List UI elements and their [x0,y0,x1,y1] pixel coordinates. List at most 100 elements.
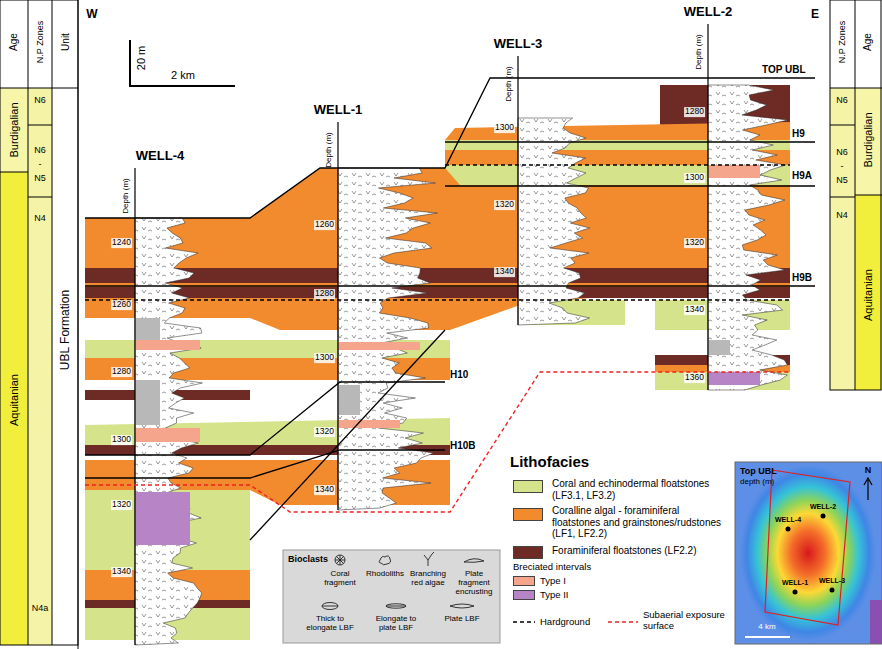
drawing-rect [735,462,882,644]
legend-swatch [513,480,543,493]
drawing-path [745,636,790,638]
drawing-path [250,330,445,540]
label: 1320 [684,238,705,248]
legend-text: Plate LBF [432,614,492,623]
drawing-ellipse [740,465,876,641]
drawing-path [85,78,815,218]
label: N6 [836,95,848,105]
label: N [865,465,872,475]
drawing-rect [0,0,78,645]
drawing-path [513,621,535,622]
drawing-polygon [765,470,850,625]
core-gap [708,340,730,355]
drawing-path [445,164,790,165]
label: N.P Zones [837,21,847,63]
drawing-path [608,621,638,623]
drawing-path [424,552,434,566]
drawing-circle [786,527,791,532]
label: WELL-2 [684,5,732,20]
drawing-g [735,462,882,644]
legend-text: Rhodoliths [363,569,407,578]
label: Lithofacies [510,453,589,470]
label: H10B [450,440,476,452]
label: Aquitanian [862,269,875,321]
label: 2 km [171,69,195,82]
drawing-line [78,0,79,649]
label: Depth (m) [504,66,513,102]
drawing-path [85,382,445,455]
legend-text: Plate fragment encrusting [450,569,498,597]
label: Depth (m) [121,178,130,214]
legend-text: Subaerial exposure surface [643,610,728,632]
label: 1340 [684,305,705,315]
drawing-rect [830,88,855,390]
label: 1240 [111,238,132,248]
drawing-rect [708,372,760,385]
log-column [338,168,437,510]
drawing-circle [793,590,798,595]
label: - [39,159,42,169]
drawing-rect [135,340,200,350]
drawing-rect [28,88,52,645]
label: UBL Formation [59,290,73,370]
core-gap [135,380,160,425]
label: 1280 [314,289,335,299]
label: E [811,8,819,22]
label: Burdigalian [862,112,875,167]
map-inset: Top UBLdepth (m) [735,462,882,644]
drawing-path [322,606,338,607]
legend-swatch [513,508,543,521]
legend-text: Type I [540,576,566,587]
label: 1360 [684,373,705,383]
drawing-rect [735,462,882,644]
drawing-rect [855,195,882,390]
node-text: depth (m) [735,477,882,487]
drawing-rect [830,0,881,390]
label: 4 km [758,622,775,631]
label: 1260 [111,300,132,310]
label: 1340 [314,485,335,495]
label: N.P Zones [35,21,45,63]
drawing-ellipse [322,603,338,610]
drawing-path [445,141,815,142]
drawing-path [464,559,484,563]
drawing-path [85,299,790,300]
label: 1280 [111,367,132,377]
label: N6 [836,147,848,157]
drawing-rect [0,172,28,645]
legend-swatch [513,576,535,586]
drawing-g [135,85,788,645]
core-gap [338,385,360,415]
log-texture [338,168,437,510]
log-column [135,218,202,645]
drawing-path [85,372,790,512]
drawing-path [379,556,390,565]
drawing-path [130,40,235,86]
drawing-path [335,555,345,565]
legend-text: Thick to elongate LBF [300,614,360,632]
label: 1280 [684,107,705,117]
drawing-path [445,185,815,186]
label: WELL-4 [136,149,184,164]
label: Unit [60,33,72,51]
label: 1340 [111,567,132,577]
log-texture [135,218,202,645]
legend-text: Branching red algae [406,569,450,587]
legend-text: Type II [540,590,569,601]
log-column [518,118,590,325]
node-text: Bioclasts [283,550,500,565]
drawing-path [386,606,406,607]
label: Aquitanian [8,374,21,426]
drawing-ellipse [386,604,406,608]
label: N6 [34,145,46,155]
drawing-g [135,165,760,545]
drawing-rect [135,428,200,442]
drawing-rect [338,420,400,428]
log-column [708,85,788,390]
label: H9 [792,128,805,140]
drawing-rect [708,165,760,178]
label: N5 [836,175,848,185]
label: 1260 [314,220,335,230]
label: Breciated intervals [513,562,591,573]
